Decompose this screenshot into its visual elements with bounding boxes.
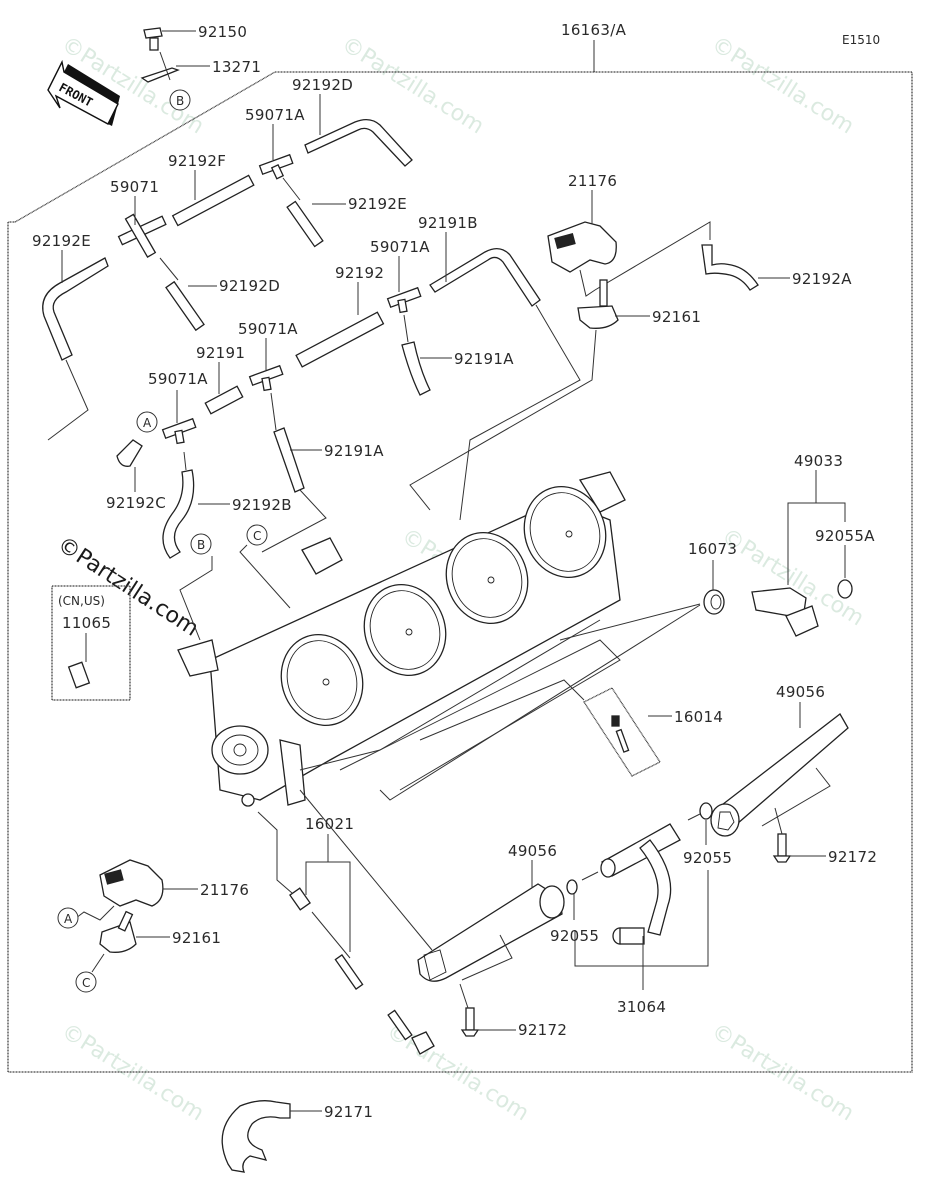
part-label-92192D-left[interactable]: 92192E [32, 232, 91, 250]
part-label-92191A-center[interactable]: 92191A [324, 442, 384, 460]
part-label-31064[interactable]: 31064 [617, 998, 666, 1016]
part-label-92192A[interactable]: 92192A [792, 270, 852, 288]
part-label-11065[interactable]: 11065 [62, 614, 111, 632]
hose-92192F [171, 170, 255, 227]
sensor-21176-bottom: A [57, 859, 198, 929]
throttle-bore-3 [445, 532, 529, 624]
part-label-16021[interactable]: 16021 [305, 815, 354, 833]
part-label-92192B[interactable]: 92192B [232, 496, 292, 514]
part-label-92191A-right[interactable]: 92191A [454, 350, 514, 368]
part-label-59071A-left[interactable]: 59071A [148, 370, 208, 388]
region-box-11065: (CN,US) [51, 585, 131, 701]
oring-92055A [837, 545, 853, 599]
part-label-92191B[interactable]: 92191B [418, 214, 478, 232]
cap-92192C: A [116, 411, 158, 492]
bolt-92172-right [772, 807, 826, 863]
diagram-reference-code: E1510 [842, 33, 880, 47]
throttle-bore-4 [523, 486, 607, 578]
part-label-92055A[interactable]: 92055A [815, 527, 875, 545]
bolt-92150 [143, 27, 196, 51]
throttle-bore-2 [363, 584, 447, 676]
front-arrow: FRONT [47, 59, 120, 126]
part-label-92192D-top[interactable]: 92192D [292, 76, 353, 94]
callout-b: B [179, 533, 213, 641]
callout-c-label: C [82, 976, 90, 990]
grommet-92161-bottom: C [75, 910, 170, 993]
throttle-pulley [177, 639, 306, 807]
part-label-92192E-left[interactable]: 92192D [219, 277, 280, 295]
callout-b-label: B [176, 94, 184, 108]
throttle-body-assembly [177, 471, 701, 807]
part-label-92172-right[interactable]: 92172 [828, 848, 877, 866]
watermark: ©Partzilla.com [707, 32, 858, 139]
part-label-92192E-top[interactable]: 92192E [348, 195, 407, 213]
callout-b-label: B [197, 538, 205, 552]
screw-16021 [257, 811, 435, 1055]
part-label-92150[interactable]: 92150 [198, 23, 247, 41]
pipe-31064 [574, 823, 709, 990]
grommet-92161-top [409, 279, 650, 511]
region-note: (CN,US) [58, 594, 105, 608]
part-label-59071A-center[interactable]: 59071A [238, 320, 298, 338]
bolt-92172-left [459, 983, 516, 1037]
part-label-92161-top[interactable]: 92161 [652, 308, 701, 326]
tee-59071A-center [248, 338, 284, 392]
throttle-bore-1 [280, 634, 364, 726]
hose-92192B [162, 451, 230, 559]
hose-92192D-left [42, 250, 109, 441]
fuel-rail-49056-right [710, 702, 849, 837]
part-label-92161-bottom[interactable]: 92161 [172, 929, 221, 947]
hose-92192D-top [304, 94, 413, 167]
part-label-92055-right[interactable]: 92055 [683, 849, 732, 867]
hose-92192A [701, 244, 790, 291]
hose-92191A-right [401, 314, 452, 396]
oring-92055-left [566, 871, 599, 920]
part-label-49033[interactable]: 49033 [794, 452, 843, 470]
part-label-92192C[interactable]: 92192C [106, 494, 166, 512]
kit-16014 [419, 679, 672, 777]
part-label-92192F[interactable]: 92192F [168, 152, 226, 170]
part-label-92172-left[interactable]: 92172 [518, 1021, 567, 1039]
fuel-rail-49056-left [299, 789, 565, 982]
part-label-59071A-mid[interactable]: 59071A [370, 238, 430, 256]
tee-59071A-mid [386, 256, 422, 314]
part-label-16073[interactable]: 16073 [688, 540, 737, 558]
part-label-21176-bottom[interactable]: 21176 [200, 881, 249, 899]
callout-a-label: A [64, 912, 73, 926]
part-label-92171[interactable]: 92171 [324, 1103, 373, 1121]
part-label-16014[interactable]: 16014 [674, 708, 723, 726]
callout-c: C [239, 524, 291, 609]
part-label-13271[interactable]: 13271 [212, 58, 261, 76]
hose-92191 [204, 362, 244, 415]
tee-59071A-left [161, 390, 197, 445]
part-label-92055-left[interactable]: 92055 [550, 927, 599, 945]
callout-a-label: A [143, 416, 152, 430]
part-label-49056-right[interactable]: 49056 [776, 683, 825, 701]
sensor-49033 [751, 470, 846, 637]
part-label-16163A[interactable]: 16163/A [561, 21, 627, 39]
hose-92192 [295, 282, 385, 368]
part-label-59071[interactable]: 59071 [110, 178, 159, 196]
part-label-59071A-top[interactable]: 59071A [245, 106, 305, 124]
part-label-21176-top[interactable]: 21176 [568, 172, 617, 190]
seal-16073 [559, 560, 725, 641]
plate-13271: B [140, 51, 210, 111]
assembly-frame [7, 40, 913, 1073]
oring-92055-right [687, 802, 713, 845]
cross-59071 [117, 196, 167, 258]
part-label-92192[interactable]: 92192 [335, 264, 384, 282]
hose-92192E-left [159, 257, 217, 332]
part-label-92191[interactable]: 92191 [196, 344, 245, 362]
callout-c-label: C [253, 529, 261, 543]
hose-92191B [429, 232, 581, 521]
clamp-92171 [221, 1100, 322, 1173]
part-label-49056-left[interactable]: 49056 [508, 842, 557, 860]
sensor-21176-top [547, 190, 711, 297]
tee-59071A-top [258, 124, 294, 180]
hose-92191A-center [261, 392, 327, 553]
hose-92192E-top [282, 177, 346, 248]
